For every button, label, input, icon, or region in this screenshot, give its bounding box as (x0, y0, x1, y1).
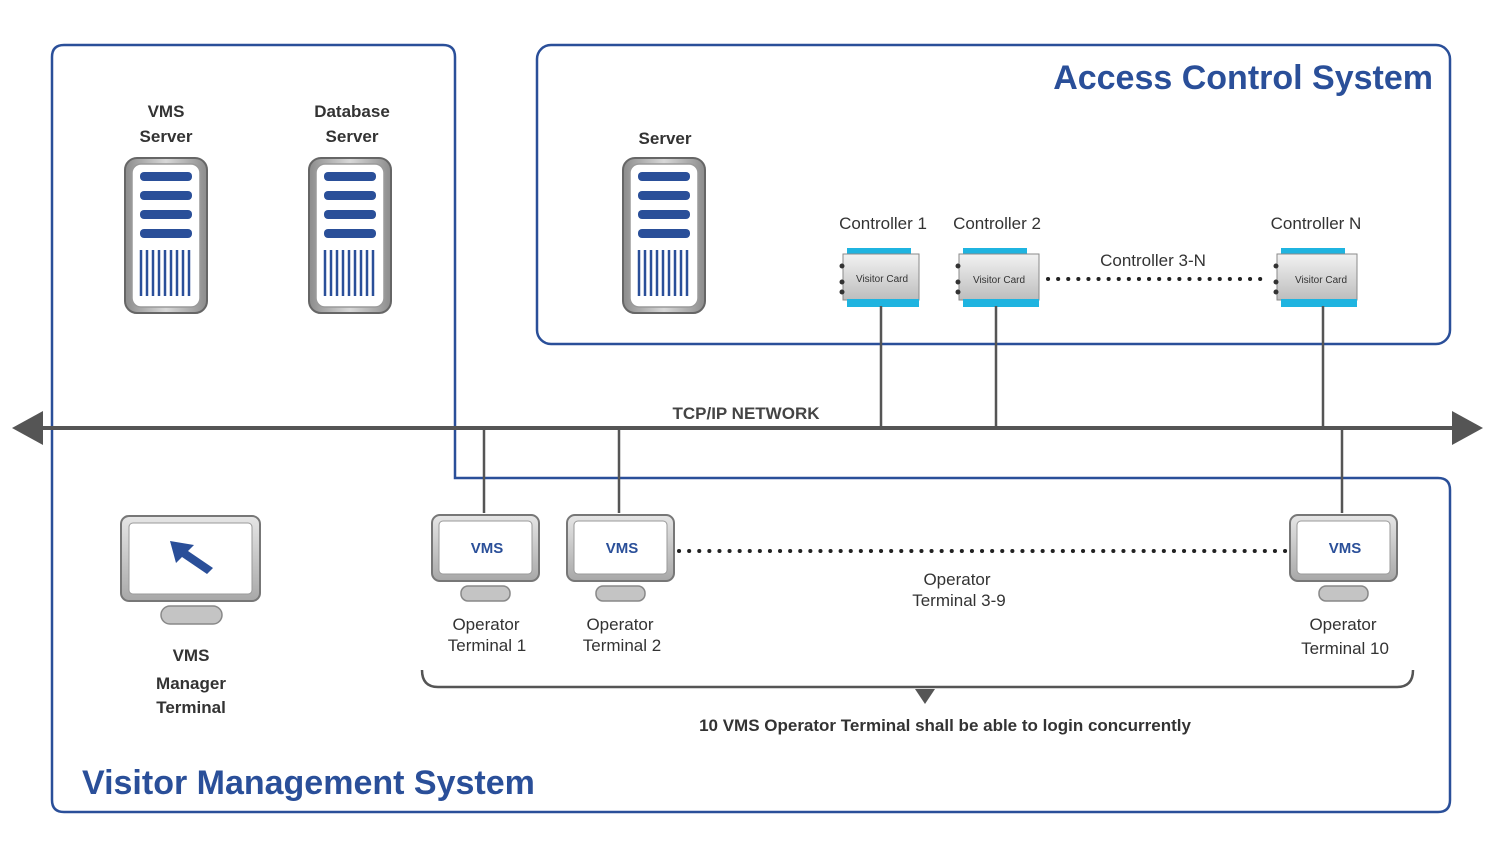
monitor-icon (120, 515, 261, 625)
controller-device-icon: Visitor Card (839, 248, 920, 307)
database-server-label-line1: Database (314, 102, 390, 121)
vms-manager-terminal: VMS Manager Terminal (120, 515, 261, 717)
tcp-ip-network-line (12, 411, 1483, 445)
operator-range-label-line1: Operator (923, 570, 990, 589)
controller-n: Controller N Visitor Card (1271, 214, 1362, 307)
manager-terminal-label-line2: Manager (156, 674, 226, 693)
database-server: Database Server (308, 102, 392, 314)
controller-2-label: Controller 2 (953, 214, 1041, 233)
operator-terminal-10-label-line2: Terminal 10 (1301, 639, 1389, 658)
operator-terminal-2: VMS Operator Terminal 2 (566, 514, 675, 655)
vms-server-label-line2: Server (140, 127, 193, 146)
controller-1-label: Controller 1 (839, 214, 927, 233)
network-label: TCP/IP NETWORK (672, 404, 820, 423)
acs-region-outline (535, 43, 1452, 346)
acs-server-label: Server (639, 129, 692, 148)
controller-1-card-label: Visitor Card (856, 274, 908, 285)
controller-range-label: Controller 3-N (1100, 251, 1206, 270)
controller-n-label: Controller N (1271, 214, 1362, 233)
network-drop-lines (482, 306, 1344, 513)
vms-server-label-line1: VMS (148, 102, 185, 121)
server-tower-icon (124, 157, 208, 314)
operator-terminal-2-screen: VMS (606, 540, 639, 557)
server-tower-icon (308, 157, 392, 314)
controller-2: Controller 2 Visitor Card (953, 214, 1041, 307)
acs-server: Server (622, 129, 706, 314)
monitor-icon: VMS (566, 514, 675, 602)
network-arrow-right-icon (1452, 411, 1483, 445)
visitor-management-system-title: Visitor Management System (82, 764, 535, 802)
operator-terminal-1-label-line1: Operator (452, 615, 519, 634)
operator-terminal-1-label-line2: Terminal 1 (448, 636, 526, 655)
operator-terminal-2-label-line2: Terminal 2 (583, 636, 661, 655)
operator-terminal-10-screen: VMS (1329, 540, 1362, 557)
controller-n-card-label: Visitor Card (1295, 275, 1347, 286)
concurrent-login-note: 10 VMS Operator Terminal shall be able t… (699, 716, 1191, 735)
network-arrow-left-icon (12, 411, 43, 445)
operator-range-label-line2: Terminal 3-9 (912, 591, 1006, 610)
controller-2-card-label: Visitor Card (973, 275, 1025, 286)
vms-region-outline (50, 43, 1452, 814)
manager-terminal-label-line3: Terminal (156, 698, 226, 717)
access-control-system-title: Access Control System (1053, 59, 1433, 97)
cursor-arrow-icon (170, 541, 213, 574)
controller-device-icon: Visitor Card (955, 248, 1040, 307)
server-tower-icon (622, 157, 706, 314)
operator-terminal-10-label-line1: Operator (1309, 615, 1376, 634)
controller-device-icon: Visitor Card (1273, 248, 1358, 307)
controller-1: Controller 1 Visitor Card (839, 214, 927, 307)
manager-terminal-label-line1: VMS (173, 646, 210, 665)
operator-terminal-2-label-line1: Operator (586, 615, 653, 634)
operator-terminal-1: VMS Operator Terminal 1 (431, 514, 540, 655)
operator-group-brace (420, 669, 1415, 704)
monitor-icon: VMS (1289, 514, 1398, 602)
database-server-label-line2: Server (326, 127, 379, 146)
operator-terminal-10: VMS Operator Terminal 10 (1289, 514, 1398, 658)
operator-terminal-1-screen: VMS (471, 540, 504, 557)
vms-server: VMS Server (124, 102, 208, 314)
monitor-icon: VMS (431, 514, 540, 602)
